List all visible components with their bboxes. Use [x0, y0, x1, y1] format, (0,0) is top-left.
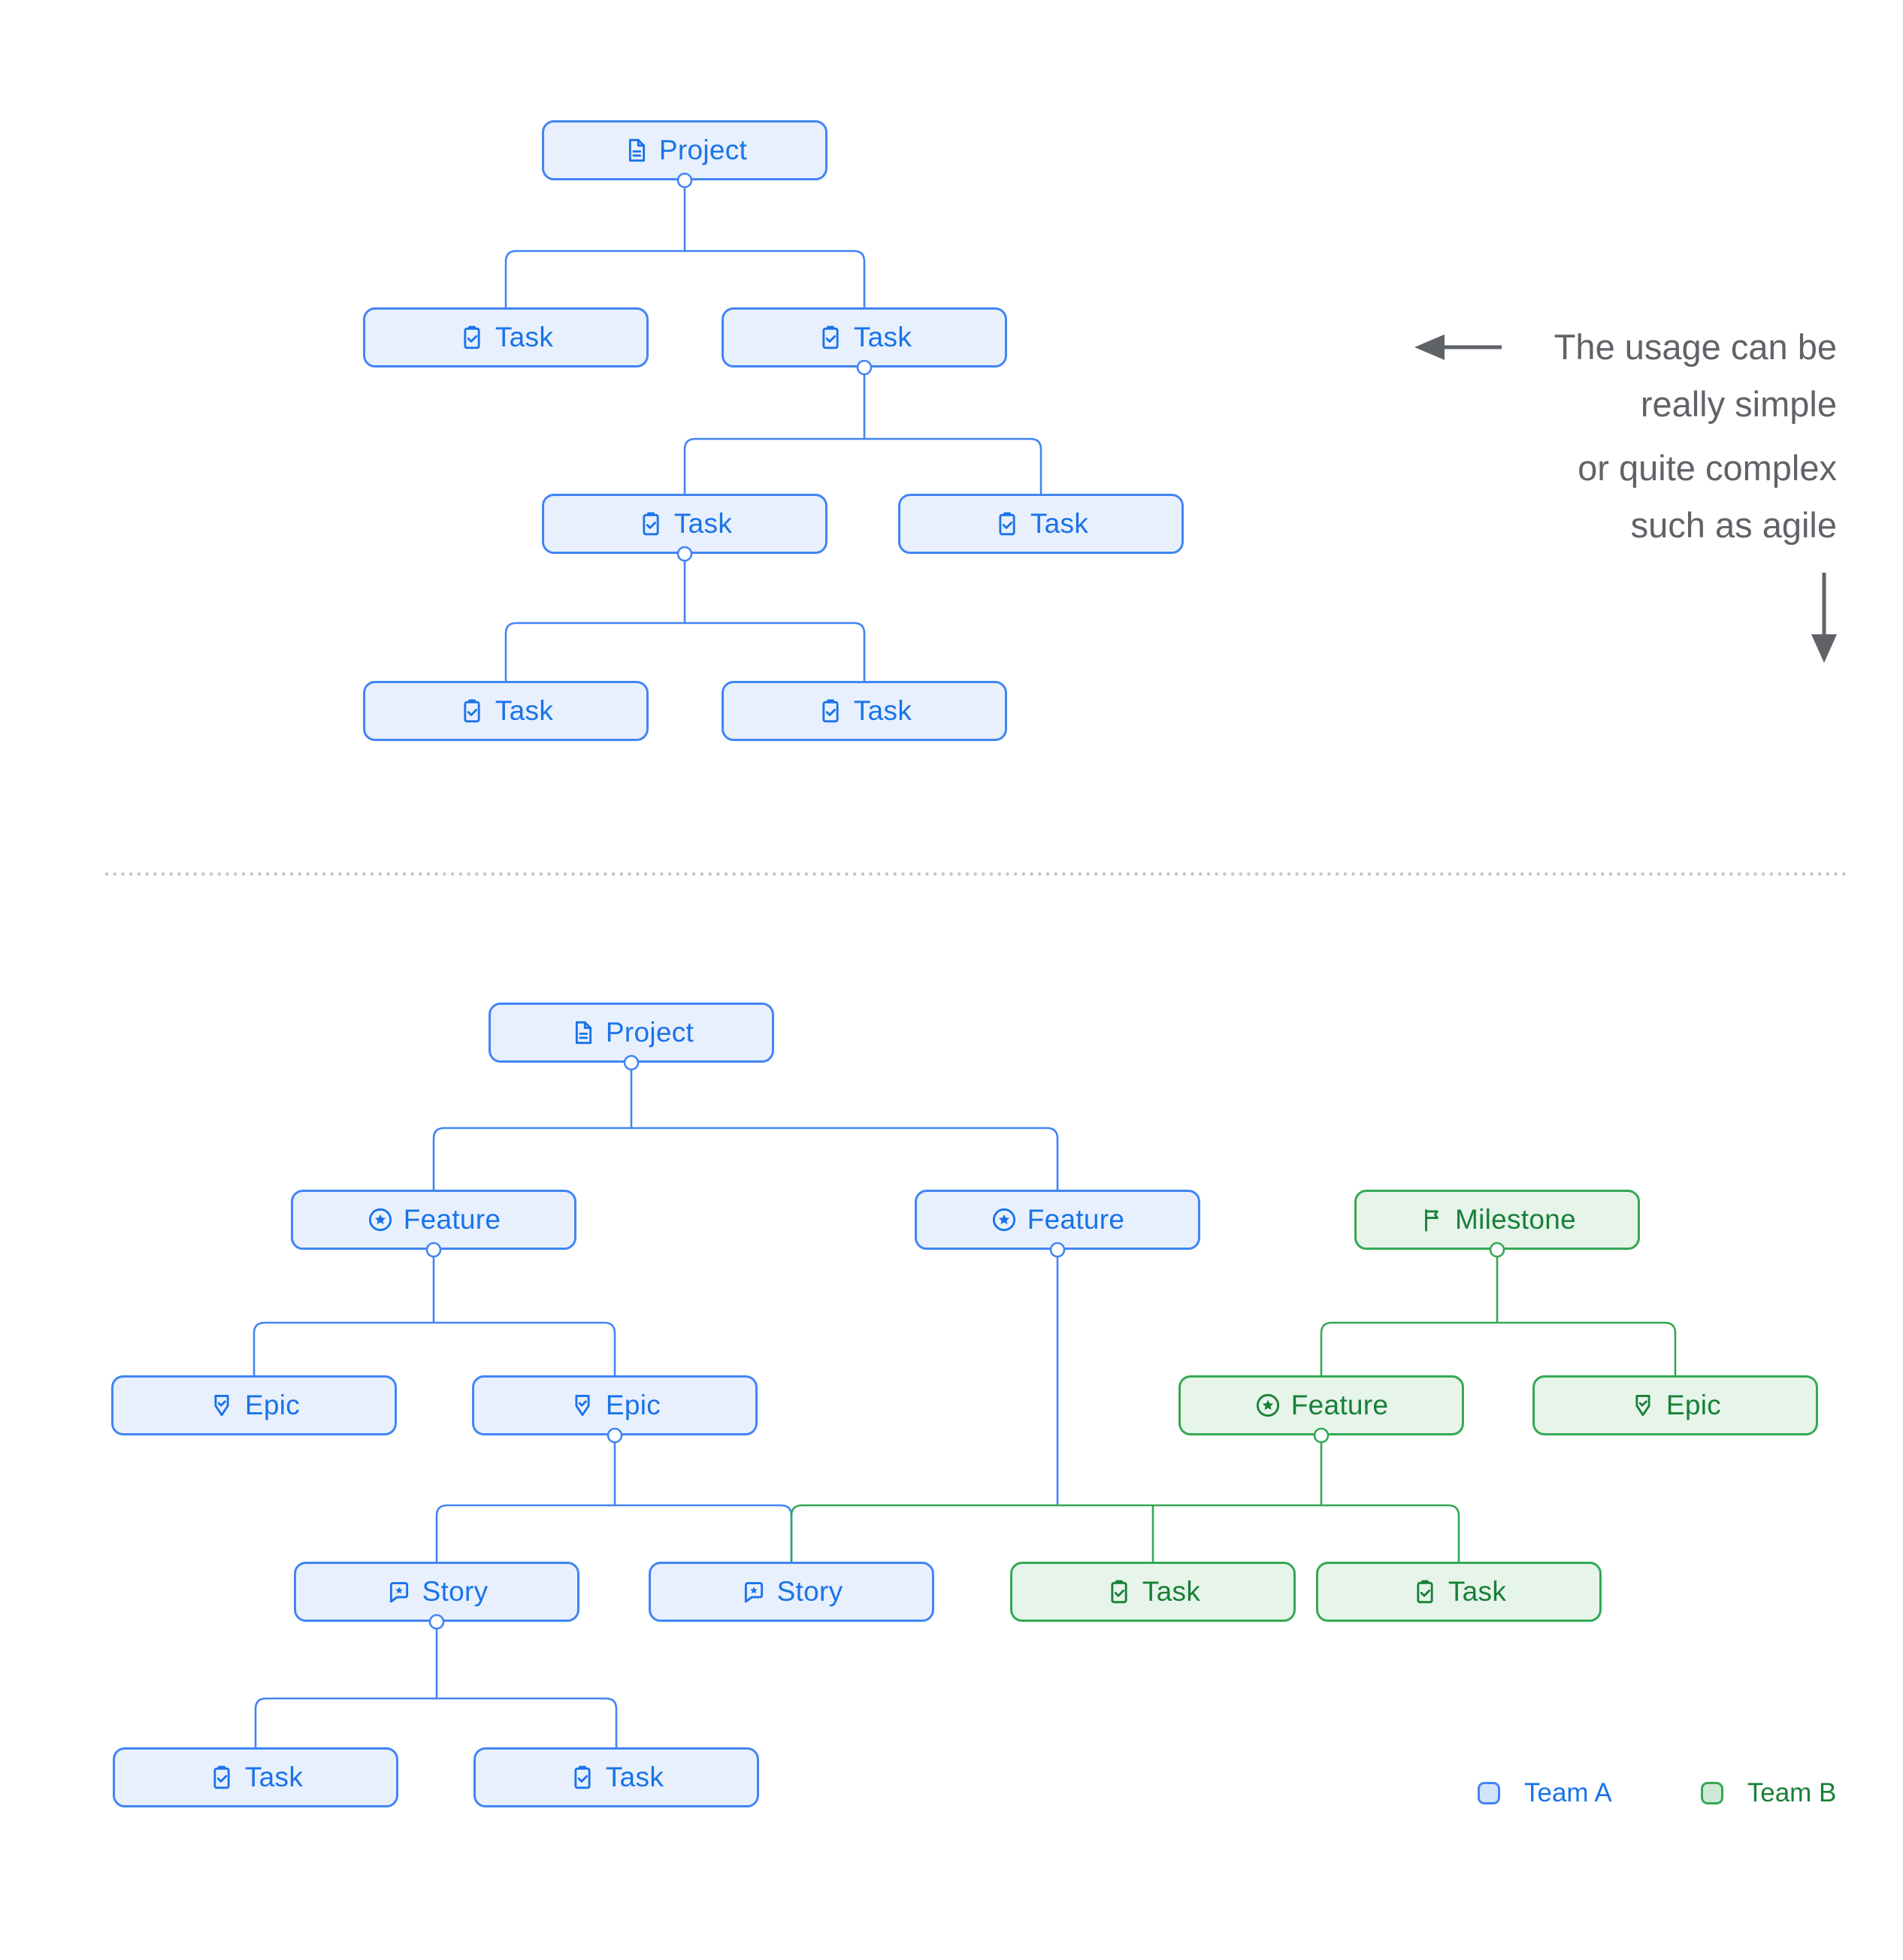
node-task: Task [542, 494, 827, 554]
annotation-line-1: The usage can be [1554, 327, 1837, 367]
task-icon [994, 510, 1021, 537]
task-icon [637, 510, 664, 537]
node-task: Task [1010, 1562, 1296, 1622]
node-label: Task [495, 695, 554, 726]
team-b-swatch-icon [1700, 1782, 1723, 1804]
team-a-swatch-icon [1478, 1782, 1500, 1804]
node-project: Project [542, 120, 827, 180]
epic-icon [1629, 1392, 1656, 1419]
node-label: Feature [1290, 1390, 1389, 1420]
epic-icon [569, 1392, 596, 1419]
legend-item-team-b: Team B [1700, 1778, 1837, 1808]
story-icon [740, 1578, 767, 1605]
node-feature: Feature [915, 1190, 1200, 1250]
node-label: Task [495, 322, 554, 352]
annotation-text: The usage can be really simple or quite … [1416, 319, 1837, 554]
node-label: Task [1448, 1576, 1507, 1607]
feature-icon [991, 1206, 1018, 1233]
task-icon [1106, 1578, 1133, 1605]
epic-icon [208, 1392, 235, 1419]
node-label: Task [673, 508, 733, 539]
node-project: Project [489, 1003, 774, 1063]
node-story: Story [294, 1562, 579, 1622]
node-task: Task [363, 307, 649, 368]
node-task: Task [898, 494, 1184, 554]
node-label: Epic [244, 1390, 301, 1420]
task-icon [817, 324, 844, 351]
annotation-line-3: or quite complex [1578, 448, 1837, 488]
document-icon [569, 1019, 596, 1046]
node-label: Task [605, 1762, 664, 1792]
node-task: Task [363, 681, 649, 741]
node-label: Feature [403, 1204, 501, 1235]
story-icon [386, 1578, 413, 1605]
task-icon [458, 324, 486, 351]
task-icon [817, 697, 844, 724]
node-task: Task [722, 307, 1007, 368]
annotation-line-2: really simple [1640, 384, 1837, 424]
node-task: Task [113, 1747, 398, 1807]
node-label: Feature [1027, 1204, 1125, 1235]
node-task: Task [1316, 1562, 1602, 1622]
node-label: Task [244, 1762, 304, 1792]
legend-item-team-a: Team A [1478, 1778, 1612, 1808]
legend-label: Team A [1524, 1778, 1612, 1807]
milestone-icon [1418, 1206, 1445, 1233]
node-task: Task [473, 1747, 759, 1807]
annotation-line-4: such as agile [1630, 505, 1837, 545]
legend: Team A Team B [1478, 1778, 1836, 1808]
node-label: Task [1142, 1576, 1201, 1607]
node-label: Task [853, 695, 912, 726]
node-label: Task [853, 322, 912, 352]
node-milestone: Milestone [1354, 1190, 1640, 1250]
document-icon [622, 137, 649, 164]
node-label: Story [422, 1576, 489, 1607]
task-icon [458, 697, 486, 724]
node-feature: Feature [1178, 1375, 1464, 1435]
feature-icon [367, 1206, 394, 1233]
node-task: Task [722, 681, 1007, 741]
node-label: Story [776, 1576, 843, 1607]
node-label: Task [1030, 508, 1089, 539]
legend-label: Team B [1747, 1778, 1837, 1807]
node-label: Epic [605, 1390, 661, 1420]
node-label: Project [658, 135, 748, 165]
node-epic: Epic [472, 1375, 758, 1435]
node-epic: Epic [111, 1375, 397, 1435]
task-icon [1411, 1578, 1439, 1605]
node-label: Epic [1666, 1390, 1722, 1420]
task-icon [569, 1764, 596, 1791]
task-icon [208, 1764, 235, 1791]
node-epic: Epic [1532, 1375, 1818, 1435]
feature-icon [1254, 1392, 1281, 1419]
node-story: Story [649, 1562, 934, 1622]
node-feature: Feature [291, 1190, 576, 1250]
node-label: Project [605, 1017, 694, 1048]
node-label: Milestone [1454, 1204, 1577, 1235]
